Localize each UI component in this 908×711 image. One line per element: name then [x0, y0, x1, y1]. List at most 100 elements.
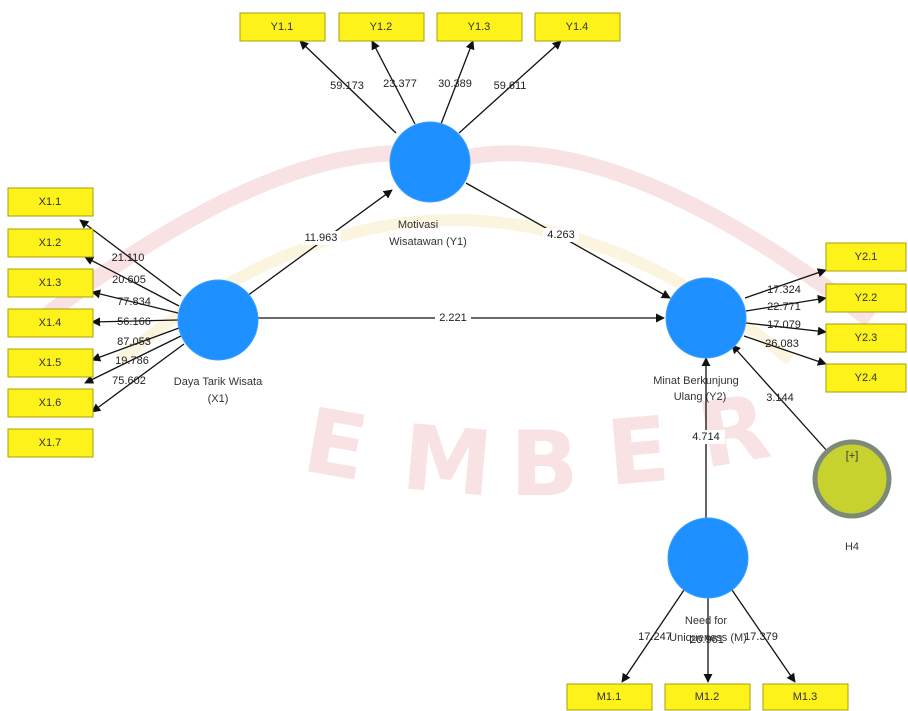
latent-need[interactable]: [667, 517, 749, 599]
loading-x-5[interactable]: [91, 327, 180, 362]
indicator-m-1-label: M1.1: [597, 691, 621, 703]
indicator-m-2[interactable]: [664, 683, 751, 711]
label-bg: [301, 231, 341, 245]
indicator-x-7[interactable]: [7, 428, 94, 458]
motivasi-label-line-1: Motivasi: [398, 219, 438, 231]
loading-y1-1[interactable]: [299, 40, 397, 134]
path-value-x-to-y1: 11.963: [305, 232, 338, 244]
latent-minat[interactable]: [665, 277, 747, 359]
need-label-line-1: Need for: [685, 615, 728, 627]
indicator-x-2-label: X1.2: [39, 237, 62, 249]
indicator-m-3[interactable]: [762, 683, 849, 711]
edges: [79, 40, 829, 683]
loading-y2-4[interactable]: [743, 335, 827, 366]
indicator-y1-1-label: Y1.1: [271, 21, 294, 33]
indicator-x-6-label: X1.6: [39, 397, 62, 409]
loading-value-x-2: 20.605: [112, 274, 146, 286]
indicator-x-4[interactable]: [7, 308, 94, 338]
label-bg: [687, 430, 725, 444]
minat-label-line-1: Minat Berkunjung: [653, 375, 739, 387]
loading-value-y2-2: 22.771: [767, 301, 801, 313]
loading-value-y2-4: 26.083: [765, 338, 799, 350]
loading-value-x-7: 75.602: [112, 375, 146, 387]
path-h4-to-y2[interactable]: [731, 344, 829, 453]
indicator-x-4-label: X1.4: [39, 317, 62, 329]
loading-x-2[interactable]: [84, 256, 180, 307]
indicator-x-5-label: X1.5: [39, 357, 62, 369]
daya-tarik-label-line-1: Daya Tarik Wisata: [174, 376, 263, 388]
indicator-x-1[interactable]: [7, 187, 94, 217]
minat-label-line-2: Ulang (Y2): [674, 391, 727, 403]
indicator-y2-2[interactable]: [825, 283, 907, 313]
indicator-y2-3-label: Y2.3: [855, 332, 878, 344]
path-value-h4-to-y2: 3.144: [766, 392, 794, 404]
indicator-y2-2-label: Y2.2: [855, 292, 878, 304]
h4-label: H4: [845, 541, 859, 553]
indicator-y2-4[interactable]: [825, 363, 907, 393]
need-label-line-2: Uniqueness (M): [669, 632, 747, 644]
indicator-y1-2[interactable]: [338, 12, 425, 42]
indicator-m-1[interactable]: [566, 683, 653, 711]
latent-daya-tarik[interactable]: [177, 279, 259, 361]
indicator-y2-3[interactable]: [825, 323, 907, 353]
indicator-y2-1[interactable]: [825, 242, 907, 272]
watermark-letter-3: B: [510, 412, 579, 517]
loading-x-7[interactable]: [91, 343, 185, 413]
loading-y2-1[interactable]: [744, 268, 827, 299]
indicator-m-2-label: M1.2: [695, 691, 719, 703]
loading-y2-3[interactable]: [745, 322, 827, 336]
loading-x-4[interactable]: [91, 317, 179, 327]
path-value-x-to-y2: 2.221: [439, 312, 467, 324]
loading-value-y1-2: 23.377: [383, 78, 417, 90]
indicator-x-6[interactable]: [7, 388, 94, 418]
loading-value-y1-3: 30.389: [438, 78, 472, 90]
loading-y2-2[interactable]: [745, 294, 827, 312]
loading-value-m-3: 17.379: [744, 631, 778, 643]
loading-value-y2-3: 17.079: [767, 319, 801, 331]
loading-y1-4[interactable]: [458, 40, 562, 134]
h4-inner-label: [+]: [846, 450, 859, 462]
loading-m-3[interactable]: [731, 589, 796, 683]
indicator-y2-1-label: Y2.1: [855, 251, 878, 263]
loading-y1-3[interactable]: [440, 40, 475, 125]
path-value-m-to-y2: 4.714: [692, 431, 720, 443]
loading-value-x-3: 77.834: [117, 296, 151, 308]
latent-motivasi[interactable]: [389, 121, 471, 203]
motivasi-label-line-2: Wisatawan (Y1): [389, 236, 467, 248]
watermark: E M B E R: [35, 145, 875, 518]
loading-m-1[interactable]: [621, 589, 685, 683]
loading-x-1[interactable]: [79, 219, 182, 297]
loading-value-x-4: 56.166: [117, 316, 151, 328]
loading-x-3[interactable]: [91, 289, 179, 314]
loading-x-6[interactable]: [84, 335, 182, 384]
loading-value-y1-1: 59.173: [330, 80, 364, 92]
indicator-m-3-label: M1.3: [793, 691, 817, 703]
edge-labels: 11.963 2.221 4.263 4.714 3.144 59.173 23…: [112, 78, 801, 646]
indicator-x-2[interactable]: [7, 228, 94, 258]
indicator-x-7-label: X1.7: [39, 437, 62, 449]
latent-h4-moderator[interactable]: [812, 439, 892, 519]
loading-value-m-1: 17.247: [638, 631, 672, 643]
label-bg: [435, 311, 471, 325]
watermark-letter-2: M: [398, 405, 496, 517]
label-bg: [543, 228, 579, 242]
indicators-x: X1.1 X1.2 X1.3 X1.4 X1.5 X1.6 X1.7: [7, 187, 94, 458]
loading-value-x-5: 87.053: [117, 336, 151, 348]
indicator-x-1-label: X1.1: [39, 196, 62, 208]
indicator-x-3-label: X1.3: [39, 277, 62, 289]
indicator-x-3[interactable]: [7, 268, 94, 298]
indicator-y1-1[interactable]: [239, 12, 326, 42]
loading-value-y2-1: 17.324: [767, 284, 801, 296]
loading-value-y1-4: 59.611: [494, 80, 527, 92]
indicators-y2: Y2.1 Y2.2 Y2.3 Y2.4: [825, 242, 907, 393]
indicator-y2-4-label: Y2.4: [855, 372, 878, 384]
indicators-y1: Y1.1 Y1.2 Y1.3 Y1.4: [239, 12, 621, 42]
indicator-y1-4[interactable]: [534, 12, 621, 42]
watermark-letter-4: E: [603, 397, 673, 507]
latent-labels: Motivasi Wisatawan (Y1) Daya Tarik Wisat…: [174, 219, 859, 644]
indicator-x-5[interactable]: [7, 348, 94, 378]
loading-y1-2[interactable]: [371, 40, 416, 125]
indicator-y1-3[interactable]: [436, 12, 523, 42]
loading-value-x-6: 19.786: [115, 355, 149, 367]
